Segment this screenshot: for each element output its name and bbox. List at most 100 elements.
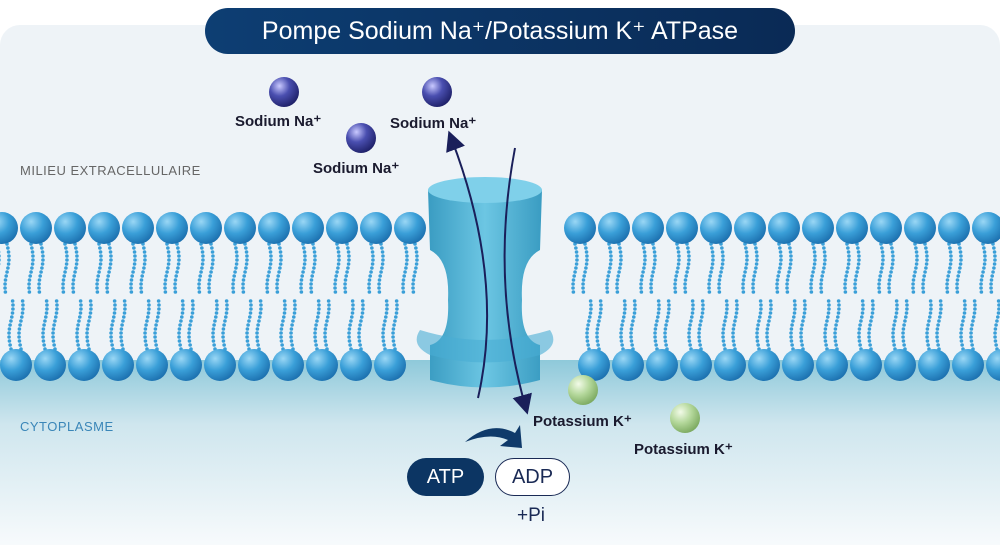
lipid-tail: [741, 286, 745, 290]
lipid-tail: [789, 331, 793, 335]
lipid-tail: [316, 315, 320, 319]
lipid-tail: [180, 311, 185, 315]
lipid-tail: [891, 258, 895, 262]
lipid-tail: [379, 270, 383, 274]
lipid-tail: [75, 327, 80, 331]
lipid-tail: [877, 278, 882, 282]
lipid-tail: [982, 246, 986, 250]
lipid-tail: [88, 311, 93, 315]
lipid-head: [666, 212, 698, 244]
lipid-tail: [143, 327, 148, 331]
adp-badge: ADP: [495, 458, 570, 496]
lipid-tail: [924, 250, 929, 254]
lipid-tail: [827, 303, 831, 307]
lipid-tail: [309, 286, 313, 290]
lipid-tail: [575, 258, 579, 262]
lipid-tail: [64, 262, 69, 266]
lipid-tail: [95, 278, 100, 282]
lipid-tail: [622, 311, 627, 315]
lipid-tail: [778, 250, 783, 254]
lipid-tail: [221, 327, 226, 331]
lipid-tail: [758, 311, 763, 315]
lipid-tail: [154, 323, 158, 327]
lipid-tail: [191, 303, 195, 307]
lipid-tail: [857, 327, 862, 331]
lipid-tail: [265, 290, 270, 294]
lipid-tail: [380, 262, 385, 266]
lipid-tail: [71, 282, 75, 286]
lipid-tail: [629, 331, 633, 335]
lipid-tail: [255, 339, 260, 343]
lipid-tail: [221, 335, 225, 339]
lipid-tail: [833, 339, 838, 343]
lipid-tail: [95, 282, 99, 286]
lipid-tail: [279, 258, 283, 262]
sodium-label: Sodium Na⁺: [313, 160, 400, 177]
lipid-tail: [744, 262, 749, 266]
lipid-tail: [177, 254, 181, 258]
lipid-tail: [826, 315, 830, 319]
lipid-tail: [279, 331, 283, 335]
lipid-tail: [709, 270, 713, 274]
lipid-tail: [711, 258, 715, 262]
lipid-tail: [926, 343, 930, 347]
lipid-tail: [752, 274, 756, 278]
lipid-tail: [259, 307, 263, 311]
lipid-tail: [571, 278, 576, 282]
lipid-tail: [112, 299, 117, 303]
lipid-tail: [699, 319, 703, 323]
lipid-tail: [302, 250, 307, 254]
lipid-tail: [343, 290, 348, 294]
lipid-tail: [894, 299, 899, 303]
lipid-tail: [343, 286, 347, 290]
lipid-tail: [275, 282, 279, 286]
lipid-tail: [858, 343, 862, 347]
lipid-tail: [207, 286, 211, 290]
lipid-tail: [721, 339, 726, 343]
lipid-tail: [333, 282, 337, 286]
lipid-tail: [867, 331, 871, 335]
lipid-tail: [324, 323, 328, 327]
lipid-tail: [212, 343, 216, 347]
lipid-tail: [53, 319, 57, 323]
lipid-tail: [911, 290, 916, 294]
lipid-tail: [380, 246, 384, 250]
lipid-tail: [778, 262, 783, 266]
lipid-tail: [313, 258, 317, 262]
lipid-tail: [846, 266, 850, 270]
lipid-tail: [894, 311, 899, 315]
lipid-tail: [653, 254, 657, 258]
lipid-tail: [6, 246, 10, 250]
lipid-tail: [758, 315, 762, 319]
lipid-tail: [314, 323, 318, 327]
lipid-tail: [630, 323, 634, 327]
lipid-tail: [290, 323, 294, 327]
lipid-tail: [213, 319, 217, 323]
lipid-tail: [316, 299, 321, 303]
lipid-tail: [393, 319, 397, 323]
lipid-tail: [947, 270, 951, 274]
lipid-tail: [189, 319, 193, 323]
lipid-tail: [642, 266, 646, 270]
lipid-tail: [725, 303, 729, 307]
lipid-tail: [51, 327, 56, 331]
lipid-tail: [581, 290, 586, 294]
lipid-head: [156, 212, 188, 244]
lipid-tail: [323, 327, 328, 331]
lipid-tail: [105, 282, 109, 286]
lipid-tail: [20, 315, 24, 319]
lipid-tail: [61, 282, 65, 286]
lipid-tail: [3, 290, 8, 294]
lipid-tail: [380, 250, 385, 254]
lipid-tail: [173, 286, 177, 290]
lipid-tail: [922, 274, 926, 278]
lipid-tail: [734, 299, 739, 303]
lipid-tail: [40, 262, 45, 266]
lipid-tail: [392, 323, 396, 327]
lipid-tail: [385, 307, 389, 311]
lipid-tail: [742, 274, 746, 278]
lipid-tail: [361, 303, 365, 307]
lipid-head: [0, 212, 18, 244]
lipid-tail: [244, 250, 249, 254]
lipid-tail: [890, 262, 895, 266]
